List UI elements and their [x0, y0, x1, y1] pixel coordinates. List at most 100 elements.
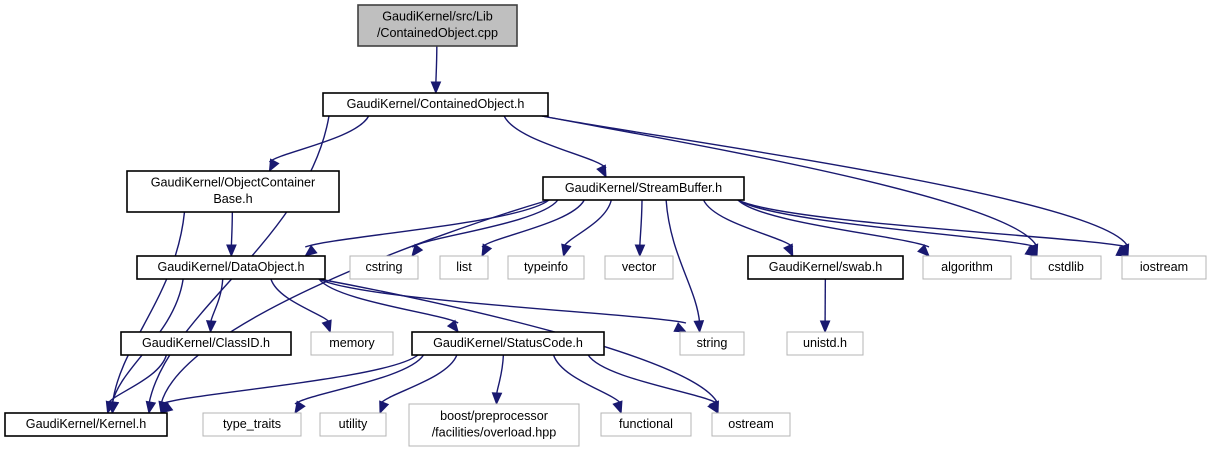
graph-node-statuscode_h[interactable]: GaudiKernel/StatusCode.h	[411, 331, 605, 356]
edge-arrowhead	[561, 243, 572, 258]
edge	[270, 278, 332, 334]
node-box[interactable]	[310, 331, 394, 356]
edge	[587, 354, 719, 415]
node-label: GaudiKernel/StreamBuffer.h	[565, 181, 722, 195]
edge-arrowhead	[379, 400, 390, 415]
graph-node-swab_h[interactable]: GaudiKernel/swab.h	[747, 255, 904, 280]
node-box[interactable]	[507, 255, 585, 280]
graph-node-classid_h[interactable]: GaudiKernel/ClassID.h	[120, 331, 292, 356]
edge-arrowhead	[819, 320, 831, 334]
edge-line	[379, 354, 458, 405]
graph-node-iostream[interactable]: iostream	[1121, 255, 1207, 280]
graph-node-ostream[interactable]: ostream	[711, 412, 791, 437]
edge-arrowhead	[159, 401, 174, 414]
edge-line	[541, 115, 1038, 248]
edge-arrowhead	[634, 244, 646, 258]
node-label: utility	[339, 417, 368, 431]
edge-arrowhead	[612, 400, 623, 415]
graph-node-unistd_h[interactable]: unistd.h	[786, 331, 864, 356]
node-box[interactable]	[136, 255, 326, 280]
node-box[interactable]	[357, 4, 518, 47]
edge	[665, 199, 705, 334]
graph-node-memory[interactable]: memory	[310, 331, 394, 356]
node-box[interactable]	[319, 412, 387, 437]
edge-line	[737, 199, 930, 248]
edge-line	[552, 354, 622, 405]
node-box[interactable]	[600, 412, 692, 437]
edge-line	[160, 354, 419, 405]
edge	[503, 115, 607, 179]
edge-arrowhead	[105, 400, 117, 415]
edge-arrowhead	[446, 319, 459, 334]
edge-line	[294, 354, 425, 405]
node-box[interactable]	[786, 331, 864, 356]
node-box[interactable]	[542, 176, 745, 201]
node-box[interactable]	[747, 255, 904, 280]
graph-node-type_traits[interactable]: type_traits	[202, 412, 302, 437]
edge-arrowhead	[205, 320, 217, 334]
edge	[158, 199, 550, 415]
edge	[318, 278, 688, 333]
graph-node-cstdlib[interactable]: cstdlib	[1030, 255, 1102, 280]
edge	[737, 199, 930, 257]
edge	[702, 199, 794, 258]
edge	[379, 354, 458, 415]
edge	[268, 115, 370, 173]
edge-arrowhead	[673, 322, 688, 333]
node-label: unistd.h	[803, 336, 847, 350]
node-label: GaudiKernel/ObjectContainer	[151, 176, 316, 190]
node-label: Base.h	[213, 192, 252, 206]
edge-line	[639, 199, 643, 248]
edge-arrowhead	[481, 243, 493, 258]
node-box[interactable]	[679, 331, 745, 356]
graph-node-kernel_h[interactable]: GaudiKernel/Kernel.h	[4, 412, 168, 437]
graph-node-dataobject_h[interactable]: GaudiKernel/DataObject.h	[136, 255, 326, 280]
graph-node-utility[interactable]: utility	[319, 412, 387, 437]
edge-arrowhead	[268, 158, 280, 173]
node-box[interactable]	[604, 255, 674, 280]
node-label: cstring	[365, 260, 402, 274]
edge-arrowhead	[304, 244, 318, 257]
node-label: iostream	[1140, 260, 1188, 274]
graph-node-functional[interactable]: functional	[600, 412, 692, 437]
node-box[interactable]	[411, 331, 605, 356]
edge-arrowhead	[596, 164, 607, 179]
node-label: cstdlib	[1048, 260, 1084, 274]
edge-line	[737, 199, 1038, 248]
node-box[interactable]	[4, 412, 168, 437]
graph-node-streambuffer_h[interactable]: GaudiKernel/StreamBuffer.h	[542, 176, 745, 201]
edge-arrowhead	[1024, 245, 1039, 257]
edge-arrowhead	[707, 400, 719, 415]
node-box[interactable]	[120, 331, 292, 356]
graph-node-cstring[interactable]: cstring	[349, 255, 419, 280]
edge	[737, 199, 1039, 257]
edge-arrowhead	[783, 243, 794, 258]
edge-line	[230, 211, 234, 248]
edge	[304, 199, 550, 257]
node-box[interactable]	[202, 412, 302, 437]
graph-node-vector[interactable]: vector	[604, 255, 674, 280]
graph-node-list[interactable]: list	[439, 255, 489, 280]
node-box[interactable]	[1030, 255, 1102, 280]
graph-node-containedobject_cpp[interactable]: GaudiKernel/src/Lib/ContainedObject.cpp	[357, 4, 518, 47]
graph-node-typeinfo[interactable]: typeinfo	[507, 255, 585, 280]
node-box[interactable]	[126, 170, 340, 213]
node-box[interactable]	[408, 403, 580, 447]
edge-line	[702, 199, 794, 248]
node-label: /facilities/overload.hpp	[432, 426, 557, 440]
graph-node-algorithm[interactable]: algorithm	[922, 255, 1012, 280]
node-box[interactable]	[439, 255, 489, 280]
node-label: functional	[619, 417, 673, 431]
edge-line	[541, 115, 1129, 248]
node-box[interactable]	[322, 92, 549, 117]
node-box[interactable]	[922, 255, 1012, 280]
graph-node-string[interactable]: string	[679, 331, 745, 356]
node-box[interactable]	[349, 255, 419, 280]
edge-line	[318, 278, 687, 324]
node-label: ostream	[728, 417, 774, 431]
node-box[interactable]	[711, 412, 791, 437]
node-box[interactable]	[1121, 255, 1207, 280]
graph-node-containedobject_h[interactable]: GaudiKernel/ContainedObject.h	[322, 92, 549, 117]
graph-node-boost_overload[interactable]: boost/preprocessor/facilities/overload.h…	[408, 403, 580, 447]
